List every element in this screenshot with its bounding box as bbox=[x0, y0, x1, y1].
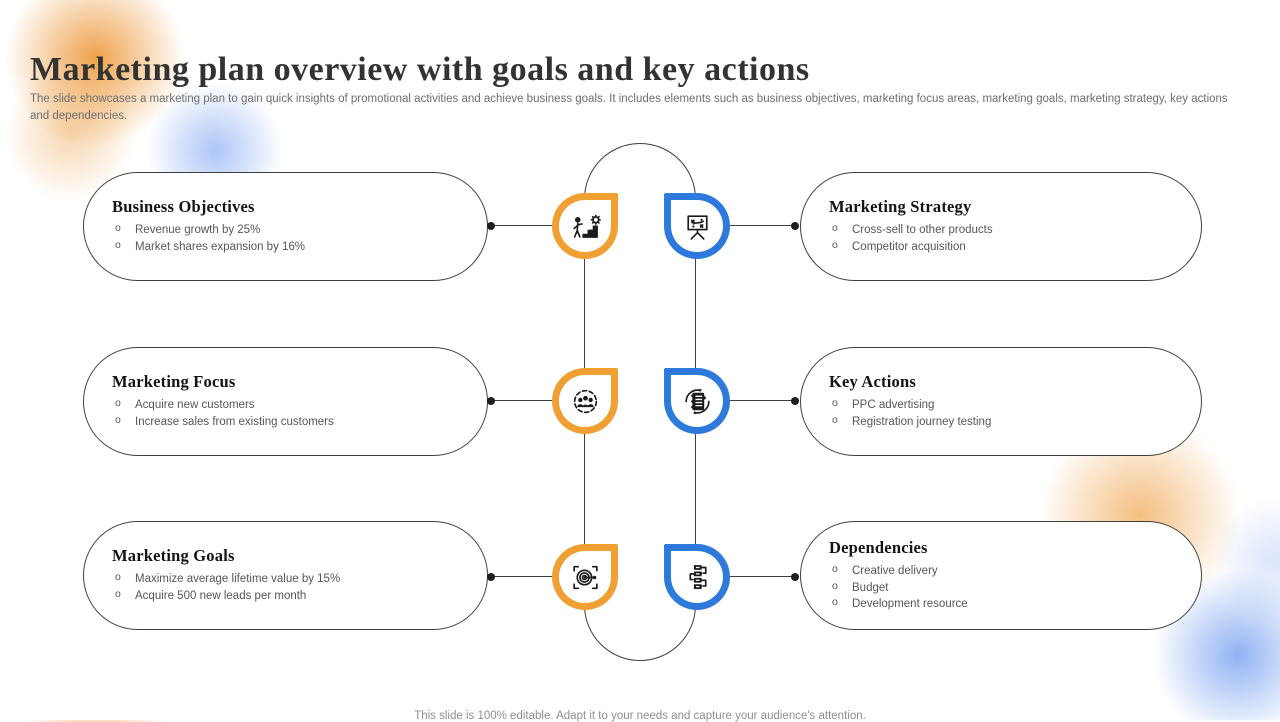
badge-marketing-goals bbox=[552, 544, 618, 610]
node-key-actions: Key Actions PPC advertising Registration… bbox=[800, 347, 1202, 456]
bullet-list: Maximize average lifetime value by 15% A… bbox=[112, 570, 461, 605]
node-title: Key Actions bbox=[829, 372, 916, 392]
node-title: Marketing Strategy bbox=[829, 197, 972, 217]
audience-target-icon bbox=[573, 389, 597, 413]
bullet-item: Acquire new customers bbox=[112, 396, 461, 414]
node-title: Business Objectives bbox=[112, 197, 255, 217]
workflow-boxes-icon bbox=[688, 564, 707, 589]
footer-note: This slide is 100% editable. Adapt it to… bbox=[414, 709, 866, 722]
bullet-list: PPC advertising Registration journey tes… bbox=[829, 396, 1175, 431]
bullet-list: Creative delivery Budget Development res… bbox=[829, 562, 1175, 613]
badge-key-actions bbox=[664, 368, 730, 434]
badge-dependencies bbox=[664, 544, 730, 610]
strategy-board-icon bbox=[686, 214, 708, 240]
goal-dart-icon bbox=[572, 565, 598, 589]
connector-line bbox=[489, 225, 552, 227]
node-title: Dependencies bbox=[829, 537, 928, 557]
badge-business-objectives bbox=[552, 193, 618, 259]
bullet-list: Cross-sell to other products Competitor … bbox=[829, 221, 1175, 256]
badge-marketing-strategy bbox=[664, 193, 730, 259]
bullet-item: Registration journey testing bbox=[829, 413, 1175, 431]
bullet-item: Cross-sell to other products bbox=[829, 221, 1175, 239]
node-business-objectives: Business Objectives Revenue growth by 25… bbox=[83, 172, 488, 281]
junction-dot bbox=[791, 573, 799, 581]
bullet-item: Acquire 500 new leads per month bbox=[112, 587, 461, 605]
bullet-list: Acquire new customers Increase sales fro… bbox=[112, 396, 461, 431]
connector-line bbox=[489, 400, 552, 402]
node-marketing-focus: Marketing Focus Acquire new customers In… bbox=[83, 347, 488, 456]
bullet-item: Market shares expansion by 16% bbox=[112, 238, 461, 256]
slide-description: The slide showcases a marketing plan to … bbox=[30, 92, 1228, 122]
connector-line bbox=[489, 576, 552, 578]
node-title: Marketing Goals bbox=[112, 546, 235, 566]
bullet-item: Competitor acquisition bbox=[829, 238, 1175, 256]
junction-dot bbox=[791, 397, 799, 405]
page-title: Marketing plan overview with goals and k… bbox=[30, 50, 810, 88]
growth-stairs-gear-icon bbox=[572, 214, 601, 238]
node-title: Marketing Focus bbox=[112, 372, 236, 392]
bullet-item: Development resource bbox=[829, 595, 1175, 613]
node-marketing-strategy: Marketing Strategy Cross-sell to other p… bbox=[800, 172, 1202, 281]
node-marketing-goals: Marketing Goals Maximize average lifetim… bbox=[83, 521, 488, 630]
bullet-item: Budget bbox=[829, 579, 1175, 597]
junction-dot bbox=[791, 222, 799, 230]
bullet-item: Increase sales from existing customers bbox=[112, 413, 461, 431]
bullet-list: Revenue growth by 25% Market shares expa… bbox=[112, 221, 461, 256]
bullet-item: Creative delivery bbox=[829, 562, 1175, 580]
bullet-item: PPC advertising bbox=[829, 396, 1175, 414]
badge-marketing-focus bbox=[552, 368, 618, 434]
node-dependencies: Dependencies Creative delivery Budget De… bbox=[800, 521, 1202, 630]
junction-dot bbox=[487, 573, 495, 581]
task-list-icon bbox=[684, 388, 710, 414]
connector-line bbox=[730, 225, 797, 227]
bullet-item: Revenue growth by 25% bbox=[112, 221, 461, 239]
connector-line bbox=[730, 400, 797, 402]
connector-line bbox=[730, 576, 797, 578]
bullet-item: Maximize average lifetime value by 15% bbox=[112, 570, 461, 588]
junction-dot bbox=[487, 222, 495, 230]
junction-dot bbox=[487, 397, 495, 405]
